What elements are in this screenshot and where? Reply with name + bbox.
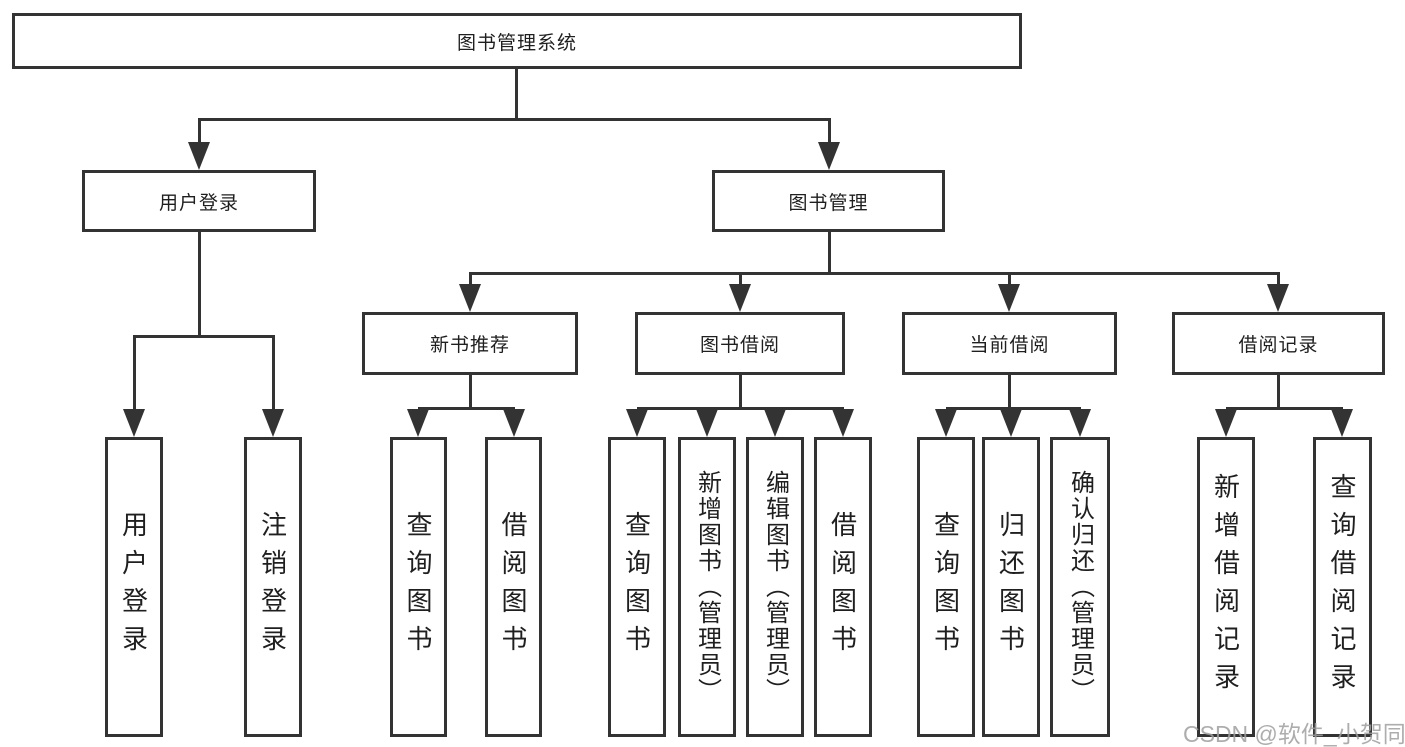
- connector-line: [198, 232, 201, 336]
- leaf-add-borrow-record: 新增借阅记录: [1197, 437, 1255, 737]
- arrow-down-icon: [1069, 409, 1091, 437]
- connector-line: [1008, 272, 1011, 287]
- node-root: 图书管理系统: [12, 13, 1022, 69]
- arrow-down-icon: [262, 409, 284, 437]
- leaf-query-books: 查询图书: [917, 437, 975, 737]
- connector-line: [828, 232, 831, 273]
- node-new-book-recommend: 新书推荐: [362, 312, 578, 375]
- leaf-confirm-return-admin-label: 确认归还（管理员）: [1066, 470, 1094, 704]
- arrow-down-icon: [1000, 409, 1022, 437]
- leaf-query-books-label: 查询图书: [403, 511, 433, 663]
- arrow-down-icon: [696, 409, 718, 437]
- connector-line: [133, 335, 136, 411]
- arrow-down-icon: [626, 409, 648, 437]
- arrow-down-icon: [998, 284, 1020, 312]
- arrow-down-icon: [188, 142, 210, 170]
- leaf-borrow-books-label: 借阅图书: [498, 511, 528, 663]
- connector-line: [1277, 272, 1280, 287]
- node-book-borrow: 图书借阅: [635, 312, 845, 375]
- watermark: CSDN @软件_小贺同学: [1183, 721, 1405, 747]
- connector-line: [637, 407, 844, 410]
- node-borrow-records: 借阅记录: [1172, 312, 1385, 375]
- leaf-query-books-label: 查询图书: [930, 511, 961, 663]
- leaf-query-books-label: 查询图书: [621, 511, 652, 663]
- arrow-down-icon: [459, 284, 481, 312]
- connector-line: [469, 375, 472, 409]
- arrow-down-icon: [407, 409, 429, 437]
- leaf-add-book-admin-label: 新增图书（管理员）: [693, 470, 721, 704]
- leaf-query-books: 查询图书: [608, 437, 666, 737]
- leaf-query-borrow-record-label: 查询借阅记录: [1327, 473, 1357, 701]
- connector-line: [198, 118, 201, 145]
- node-new-book-recommend-label: 新书推荐: [429, 335, 510, 356]
- arrow-down-icon: [764, 409, 786, 437]
- node-root-label: 图书管理系统: [456, 32, 577, 54]
- arrow-down-icon: [123, 409, 145, 437]
- leaf-add-borrow-record-label: 新增借阅记录: [1210, 473, 1241, 701]
- connector-line: [470, 272, 1280, 275]
- leaf-edit-book-admin: 编辑图书（管理员）: [746, 437, 804, 737]
- leaf-return-book: 归还图书: [982, 437, 1040, 737]
- connector-line: [198, 118, 831, 121]
- leaf-borrow-books: 借阅图书: [485, 437, 542, 737]
- connector-line: [133, 335, 275, 338]
- connector-line: [515, 68, 518, 119]
- leaf-query-books: 查询图书: [390, 437, 447, 737]
- arrow-down-icon: [729, 284, 751, 312]
- leaf-query-borrow-record: 查询借阅记录: [1313, 437, 1372, 737]
- leaf-borrow-books: 借阅图书: [814, 437, 872, 737]
- leaf-logout: 注销登录: [244, 437, 302, 737]
- connector-line: [1226, 407, 1343, 410]
- arrow-down-icon: [503, 409, 525, 437]
- connector-line: [1277, 375, 1280, 409]
- leaf-edit-book-admin-label: 编辑图书（管理员）: [761, 470, 789, 704]
- node-borrow-records-label: 借阅记录: [1238, 335, 1319, 356]
- leaf-logout-label: 注销登录: [257, 511, 288, 663]
- connector-line: [946, 407, 1081, 410]
- connector-line: [272, 335, 275, 411]
- arrow-down-icon: [935, 409, 957, 437]
- leaf-borrow-books-label: 借阅图书: [827, 511, 858, 663]
- arrow-down-icon: [818, 142, 840, 170]
- arrow-down-icon: [1267, 284, 1289, 312]
- node-book-management-label: 图书管理: [788, 192, 869, 214]
- node-book-management: 图书管理: [712, 170, 945, 232]
- connector-line: [739, 375, 742, 409]
- connector-line: [828, 118, 831, 145]
- arrow-down-icon: [1331, 409, 1353, 437]
- leaf-user-login-label: 用户登录: [118, 511, 149, 663]
- leaf-return-book-label: 归还图书: [995, 511, 1026, 663]
- node-user-login-label: 用户登录: [158, 192, 239, 214]
- connector-line: [469, 272, 472, 287]
- connector-line: [1008, 375, 1011, 409]
- node-current-borrow-label: 当前借阅: [969, 335, 1050, 356]
- arrow-down-icon: [832, 409, 854, 437]
- connector-line: [418, 407, 515, 410]
- leaf-user-login: 用户登录: [105, 437, 163, 737]
- leaf-add-book-admin: 新增图书（管理员）: [678, 437, 736, 737]
- node-user-login: 用户登录: [82, 170, 316, 232]
- connector-line: [739, 272, 742, 287]
- node-book-borrow-label: 图书借阅: [699, 335, 780, 356]
- node-current-borrow: 当前借阅: [902, 312, 1117, 375]
- leaf-confirm-return-admin: 确认归还（管理员）: [1050, 437, 1110, 737]
- arrow-down-icon: [1215, 409, 1237, 437]
